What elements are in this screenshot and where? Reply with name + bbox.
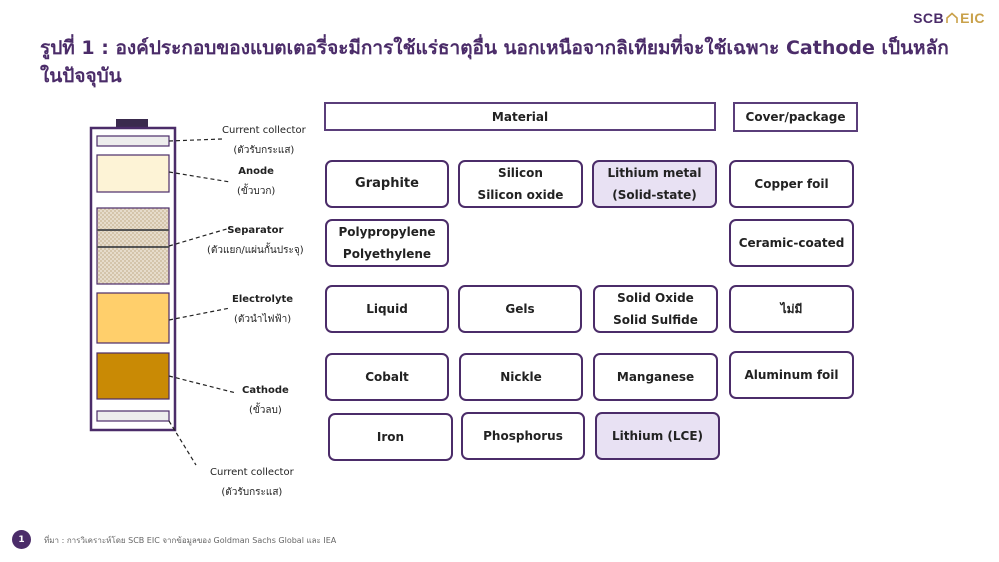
- leader-cathode: [168, 375, 237, 394]
- page-title: รูปที่ 1 : องค์ประกอบของแบตเตอรี่จะมีการ…: [40, 37, 949, 87]
- battery-diagram: [89, 119, 237, 466]
- leader-current-collector-top: [168, 138, 223, 142]
- material-lithium-metal: Lithium metal (Solid-state): [592, 160, 717, 208]
- label-current-collector-top: Current collector (ตัวรับกระแส): [222, 125, 306, 156]
- current-collector-top-layer: [96, 135, 170, 147]
- material-lithium-lce: Lithium (LCE): [595, 412, 720, 460]
- logo-eic-text: EIC: [960, 10, 985, 26]
- leader-separator: [168, 227, 231, 247]
- header-material: Material: [324, 102, 716, 131]
- material-cobalt: Cobalt: [325, 353, 449, 401]
- battery-terminal: [116, 119, 148, 128]
- leader-electrolyte: [168, 307, 231, 321]
- header-cover-package: Cover/package: [733, 102, 858, 132]
- leader-anode: [168, 171, 231, 183]
- anode-layer: [96, 154, 170, 193]
- material-manganese: Manganese: [593, 353, 718, 401]
- material-solid: Solid Oxide Solid Sulfide: [593, 285, 718, 333]
- source-note: ที่มา : การวิเคราะห์โดย SCB EIC จากข้อมู…: [44, 536, 337, 545]
- logo-scb-text: SCB: [913, 10, 945, 26]
- material-graphite: Graphite: [325, 160, 449, 208]
- cover-copper-foil: Copper foil: [729, 160, 854, 208]
- cathode-layer: [96, 352, 170, 400]
- cover-aluminum-foil: Aluminum foil: [729, 351, 854, 399]
- label-separator: Separator (ตัวแยก/แผ่นกั้นประจุ): [207, 225, 304, 256]
- current-collector-bottom-layer: [96, 410, 170, 422]
- label-cathode: Cathode (ขั้วลบ): [242, 385, 289, 416]
- label-anode: Anode (ขั้วบวก): [237, 166, 276, 197]
- label-current-collector-bottom: Current collector (ตัวรับกระแส): [210, 467, 294, 498]
- label-electrolyte: Electrolyte (ตัวนำไฟฟ้า): [232, 294, 294, 325]
- house-icon: [946, 12, 958, 23]
- material-liquid: Liquid: [325, 285, 449, 333]
- cover-none: ไม่มี: [729, 285, 854, 333]
- material-phosphorus: Phosphorus: [461, 412, 585, 460]
- material-gels: Gels: [458, 285, 582, 333]
- material-iron: Iron: [328, 413, 453, 461]
- electrolyte-layer: [96, 292, 170, 344]
- material-silicon: Silicon Silicon oxide: [458, 160, 583, 208]
- scb-eic-logo: SCB EIC: [913, 10, 985, 26]
- material-nickle: Nickle: [459, 353, 583, 401]
- leader-current-collector-bottom: [168, 420, 197, 466]
- page-number-badge: 1: [12, 530, 31, 549]
- cover-ceramic-coated: Ceramic-coated: [729, 219, 854, 267]
- material-polypropylene: Polypropylene Polyethylene: [325, 219, 449, 267]
